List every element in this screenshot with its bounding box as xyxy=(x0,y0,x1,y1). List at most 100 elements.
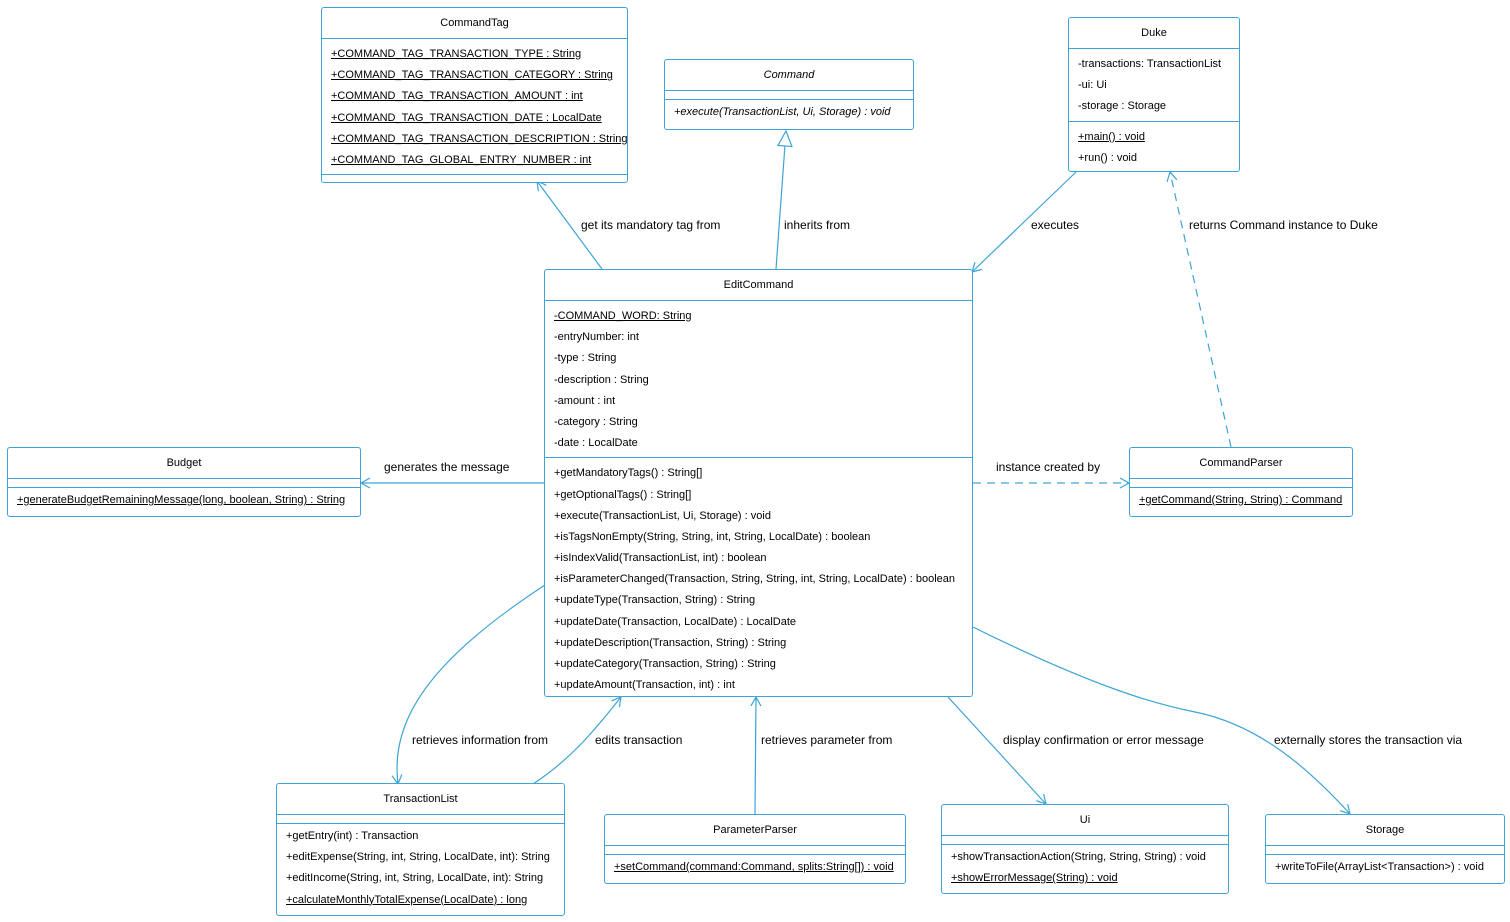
class-commandtag: CommandTag +COMMAND_TAG_TRANSACTION_TYPE… xyxy=(321,7,628,183)
class-budget: Budget +generateBudgetRemainingMessage(l… xyxy=(7,447,361,517)
attribute: -category : String xyxy=(554,415,638,428)
attributes-section xyxy=(665,91,913,100)
class-transactionlist: TransactionList +getEntry(int) : Transac… xyxy=(276,783,565,916)
attributes-section xyxy=(277,815,564,824)
attribute: -COMMAND_WORD: String xyxy=(554,310,692,322)
class-name: ParameterParser xyxy=(605,815,905,846)
attributes-section: +COMMAND_TAG_TRANSACTION_TYPE : String +… xyxy=(322,39,628,176)
methods-section: +writeToFile(ArrayList<Transaction>) : v… xyxy=(1266,855,1504,881)
class-command: Command +execute(TransactionList, Ui, St… xyxy=(664,59,914,130)
relation-label-created-by: instance created by xyxy=(996,460,1101,474)
method: +execute(TransactionList, Ui, Storage) :… xyxy=(674,106,891,118)
method: +isIndexValid(TransactionList, int) : bo… xyxy=(554,552,767,565)
class-ui: Ui +showTransactionAction(String, String… xyxy=(941,804,1229,894)
method: +getMandatoryTags() : String[] xyxy=(554,467,703,480)
attributes-section: -transactions: TransactionList -ui: Ui -… xyxy=(1069,49,1239,122)
attribute: +COMMAND_TAG_TRANSACTION_CATEGORY : Stri… xyxy=(331,69,613,82)
method: +generateBudgetRemainingMessage(long, bo… xyxy=(17,494,346,506)
relation-label-generates: generates the message xyxy=(384,460,510,474)
line-edit-to-commandtag xyxy=(536,180,603,270)
attribute: -date : LocalDate xyxy=(554,437,638,450)
class-name: Duke xyxy=(1069,18,1239,49)
line-edit-to-storage xyxy=(972,626,1351,815)
methods-section: +generateBudgetRemainingMessage(long, bo… xyxy=(8,488,360,514)
method: +updateAmount(Transaction, int) : int xyxy=(554,679,735,692)
attribute: -storage : Storage xyxy=(1078,100,1167,113)
relation-label-stores: externally stores the transaction via xyxy=(1274,733,1463,747)
attribute: -type : String xyxy=(554,352,617,365)
methods-section: +showTransactionAction(String, String, S… xyxy=(942,845,1228,892)
relation-label-returns: returns Command instance to Duke xyxy=(1189,218,1378,232)
attribute: +COMMAND_TAG_GLOBAL_ENTRY_NUMBER : int xyxy=(331,153,592,166)
attribute: +COMMAND_TAG_TRANSACTION_DESCRIPTION : S… xyxy=(331,132,628,145)
attribute: +COMMAND_TAG_TRANSACTION_TYPE : String xyxy=(331,48,582,60)
attribute: -amount : int xyxy=(554,394,616,407)
class-parameterparser: ParameterParser +setCommand(command:Comm… xyxy=(604,814,906,884)
method: +editExpense(String, int, String, LocalD… xyxy=(286,851,550,864)
class-name: EditCommand xyxy=(545,270,972,301)
line-duke-to-edit xyxy=(971,171,1077,273)
attributes-section xyxy=(1130,479,1352,488)
class-storage: Storage +writeToFile(ArrayList<Transacti… xyxy=(1265,814,1505,884)
class-name: CommandParser xyxy=(1130,448,1352,479)
method: +showTransactionAction(String, String, S… xyxy=(951,851,1206,863)
methods-section: +main() : void +run() : void xyxy=(1069,122,1239,172)
methods-section: +setCommand(command:Command, splits:Stri… xyxy=(605,855,905,881)
method: +getOptionalTags() : String[] xyxy=(554,488,692,501)
method: +updateDate(Transaction, LocalDate) : Lo… xyxy=(554,615,797,628)
relation-label-retrieves-info: retrieves information from xyxy=(412,733,549,747)
methods-section: +execute(TransactionList, Ui, Storage) :… xyxy=(665,100,913,126)
method: +calculateMonthlyTotalExpense(LocalDate)… xyxy=(286,893,528,906)
method: +isParameterChanged(Transaction, String,… xyxy=(554,573,955,586)
line-edit-to-command xyxy=(775,129,793,270)
method: +setCommand(command:Command, splits:Stri… xyxy=(614,861,894,873)
class-name: Command xyxy=(665,60,913,91)
methods-section: +getMandatoryTags() : String[] +getOptio… xyxy=(545,458,972,699)
relation-label-executes: executes xyxy=(1031,218,1080,232)
method: +isTagsNonEmpty(String, String, int, Str… xyxy=(554,530,871,543)
class-name: CommandTag xyxy=(322,8,627,39)
class-duke: Duke -transactions: TransactionList -ui:… xyxy=(1068,17,1240,172)
methods-section: +getCommand(String, String) : Command xyxy=(1130,488,1352,514)
class-name: Budget xyxy=(8,448,360,479)
method: +execute(TransactionList, Ui, Storage) :… xyxy=(554,509,771,522)
attribute: -entryNumber: int xyxy=(554,331,639,344)
method: +getEntry(int) : Transaction xyxy=(286,830,419,842)
method: +writeToFile(ArrayList<Transaction>) : v… xyxy=(1275,861,1484,873)
relation-label-inherits: inherits from xyxy=(784,218,851,232)
class-name: Ui xyxy=(942,805,1228,836)
method: +updateDescription(Transaction, String) … xyxy=(554,636,787,649)
attributes-section xyxy=(942,836,1228,845)
attribute: +COMMAND_TAG_TRANSACTION_DATE : LocalDat… xyxy=(331,111,602,124)
method: +getCommand(String, String) : Command xyxy=(1139,494,1343,506)
methods-section xyxy=(322,175,627,183)
method: +main() : void xyxy=(1078,130,1145,143)
attribute: -description : String xyxy=(554,373,649,386)
class-editcommand: EditCommand -COMMAND_WORD: String -entry… xyxy=(544,269,973,697)
line-transactionlist-to-edit xyxy=(532,696,622,785)
relation-label-get-tag: get its mandatory tag from xyxy=(581,218,721,232)
relation-label-retrieves-param: retrieves parameter from xyxy=(761,733,893,747)
attributes-section xyxy=(1266,846,1504,855)
attributes-section xyxy=(605,846,905,855)
method: +updateType(Transaction, String) : Strin… xyxy=(554,594,756,607)
line-parameterparser-to-edit xyxy=(750,695,762,815)
attributes-section: -COMMAND_WORD: String -entryNumber: int … xyxy=(545,301,972,459)
attribute: -transactions: TransactionList xyxy=(1078,58,1222,70)
class-commandparser: CommandParser +getCommand(String, String… xyxy=(1129,447,1353,517)
line-edit-to-transactionlist xyxy=(391,584,546,786)
method: +run() : void xyxy=(1078,151,1137,164)
line-parser-to-duke xyxy=(1166,170,1232,448)
method: +editIncome(String, int, String, LocalDa… xyxy=(286,872,544,885)
methods-section: +getEntry(int) : Transaction +editExpens… xyxy=(277,824,564,914)
attributes-section xyxy=(8,479,360,488)
method: +showErrorMessage(String) : void xyxy=(951,872,1118,885)
class-name: Storage xyxy=(1266,815,1504,846)
class-name: TransactionList xyxy=(277,784,564,815)
attribute: -ui: Ui xyxy=(1078,79,1107,92)
attribute: +COMMAND_TAG_TRANSACTION_AMOUNT : int xyxy=(331,90,583,103)
method: +updateCategory(Transaction, String) : S… xyxy=(554,658,776,670)
relation-label-display: display confirmation or error message xyxy=(1003,733,1204,747)
line-edit-to-ui xyxy=(947,696,1047,805)
